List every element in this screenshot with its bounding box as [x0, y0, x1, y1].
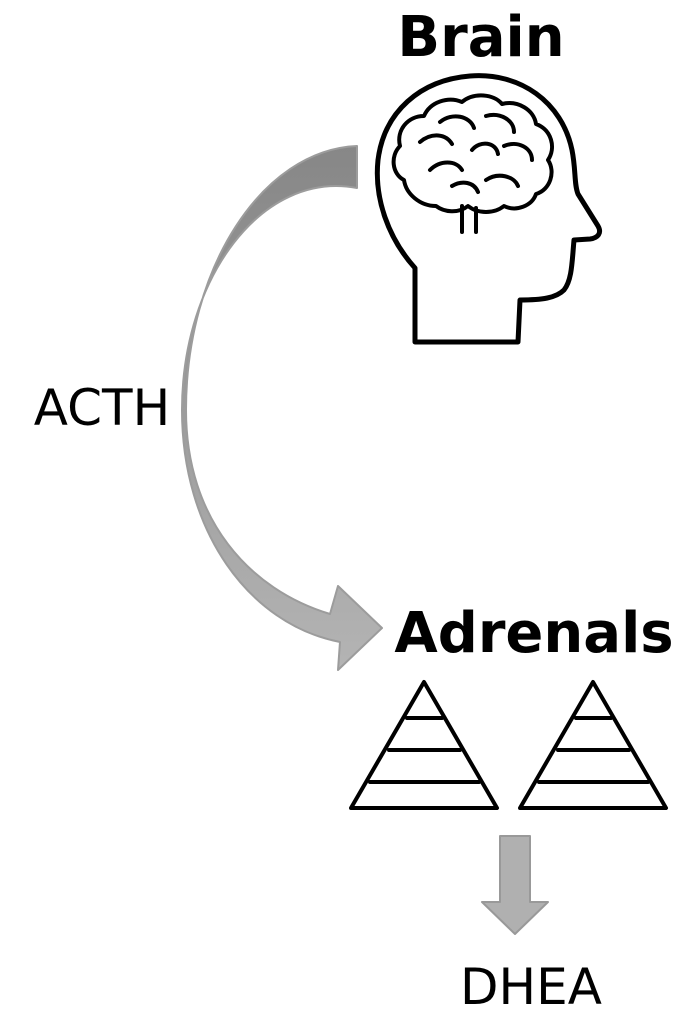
- left-adrenal-gland-icon: [349, 680, 499, 810]
- dhea-arrow: [481, 835, 549, 935]
- head-brain-icon: [374, 73, 603, 345]
- acth-arrow: [181, 145, 383, 671]
- right-adrenal-gland-icon: [518, 680, 668, 810]
- acth-label: ACTH: [34, 379, 170, 437]
- adrenal-glands-icon: [349, 680, 668, 810]
- dhea-label: DHEA: [460, 958, 602, 1011]
- adrenals-label: Adrenals: [394, 601, 673, 666]
- brain-label: Brain: [397, 5, 564, 70]
